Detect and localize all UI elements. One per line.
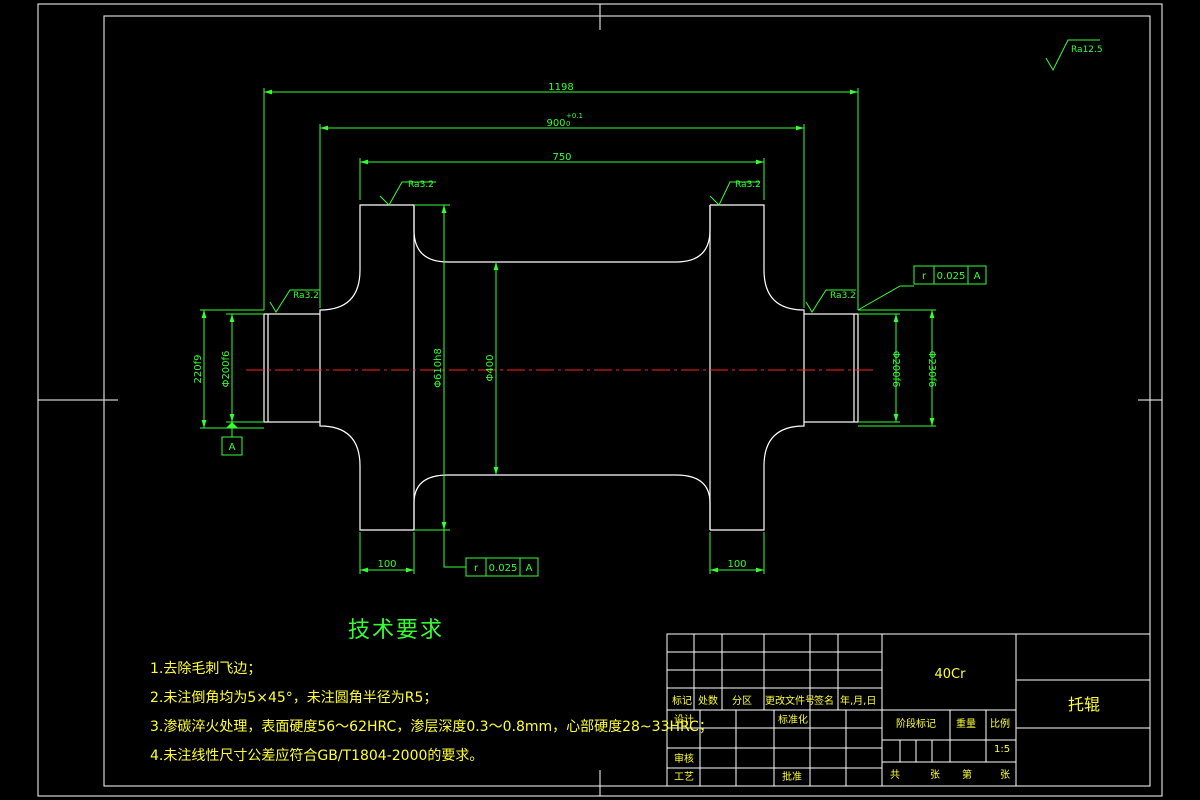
dim-flange-width-right: 100 xyxy=(727,559,746,570)
roughness-symbol-top-right xyxy=(709,181,760,206)
tb-material: 40Cr xyxy=(935,667,967,682)
tech-requirement-3: 3.渗碳淬火处理，表面硬度56～62HRC，渗层深度0.3～0.8mm，心部硬度… xyxy=(150,719,713,735)
dimension-lines xyxy=(201,89,935,573)
dim-tread-span: 900 xyxy=(546,118,565,129)
roughness-top-right: Ra3.2 xyxy=(735,180,761,190)
roughness-symbol-top-left xyxy=(379,181,436,206)
tb-col-date: 年,月,日 xyxy=(840,694,876,707)
tb-weight: 重量 xyxy=(956,717,976,730)
fcf-bottom-symbol: r xyxy=(474,563,479,574)
tb-row-process: 工艺 xyxy=(674,771,694,783)
dim-right-dia-outer: Φ230f6 xyxy=(926,351,937,388)
roughness-overall: Ra12.5 xyxy=(1071,45,1103,55)
fcf-top-symbol: r xyxy=(922,271,927,282)
tb-col-change-doc: 更改文件号 xyxy=(765,694,815,707)
sheet-frame xyxy=(37,3,1163,797)
tb-row-design: 设计 xyxy=(674,713,694,726)
tb-col-zone: 分区 xyxy=(732,695,752,707)
tb-col-mark: 标记 xyxy=(672,695,692,707)
roughness-right-journal: Ra3.2 xyxy=(830,291,856,301)
tb-col-count: 处数 xyxy=(698,694,718,707)
title-block xyxy=(666,633,1151,787)
dim-left-dia-outer: 220f9 xyxy=(193,355,204,384)
roughness-symbol-right-journal xyxy=(805,289,856,313)
tb-col-sign: 签名 xyxy=(814,694,834,707)
fcf-top-value: 0.025 xyxy=(937,271,966,282)
fcf-bottom-value: 0.025 xyxy=(489,563,518,574)
tb-sheets-total: 共 xyxy=(890,769,900,781)
roughness-top-left: Ra3.2 xyxy=(408,180,434,190)
tb-stage-mark: 阶段标记 xyxy=(896,717,936,730)
tech-requirement-4: 4.未注线性尺寸公差应符合GB/T1804-2000的要求。 xyxy=(150,748,484,764)
roughness-left-journal: Ra3.2 xyxy=(293,291,319,301)
datum-label: A xyxy=(229,442,236,453)
fcf-top-datum: A xyxy=(974,271,981,282)
roughness-symbol-left-journal xyxy=(269,289,320,313)
extension-lines xyxy=(200,88,936,574)
tb-sheet-unit: 张 xyxy=(1000,769,1010,781)
dim-flange-dia: Φ610h8 xyxy=(433,348,444,388)
tech-requirement-2: 2.未注倒角均为5×45°，未注圆角半径为R5； xyxy=(150,690,438,706)
datum-triangle-icon xyxy=(226,422,238,428)
tb-row-standard: 标准化 xyxy=(778,713,808,726)
dim-hub-dia: Φ400 xyxy=(485,355,496,382)
fcf-bottom-datum: A xyxy=(526,563,533,574)
dim-tread-span-tol: +0.1 xyxy=(566,112,583,120)
dim-right-dia-inner: Φ200f6 xyxy=(890,351,901,388)
tb-row-approve: 批准 xyxy=(782,770,802,783)
dim-flange-width-left: 100 xyxy=(377,559,396,570)
roughness-symbol-overall xyxy=(1045,39,1100,72)
tb-part-name: 托辊 xyxy=(1068,695,1100,714)
tb-row-review: 审核 xyxy=(674,752,694,765)
tb-sheet-no: 第 xyxy=(962,768,972,781)
tech-requirements-title: 技术要求 xyxy=(348,618,445,643)
datum-box xyxy=(221,436,243,456)
roller-outline xyxy=(263,204,859,531)
fcf-bottom xyxy=(465,557,539,577)
fcf-top xyxy=(913,265,987,285)
tech-requirement-1: 1.去除毛刺飞边； xyxy=(150,661,262,677)
tb-scale-label: 比例 xyxy=(990,717,1010,730)
dim-left-dia-inner: Φ200f6 xyxy=(221,351,232,388)
dim-tread-span-tol-lower: 0 xyxy=(566,120,570,128)
tb-scale-value: 1:5 xyxy=(994,744,1010,755)
dim-inner-span: 750 xyxy=(552,152,571,163)
dim-overall-length: 1198 xyxy=(548,82,573,93)
tb-sheets-unit: 张 xyxy=(930,769,940,781)
